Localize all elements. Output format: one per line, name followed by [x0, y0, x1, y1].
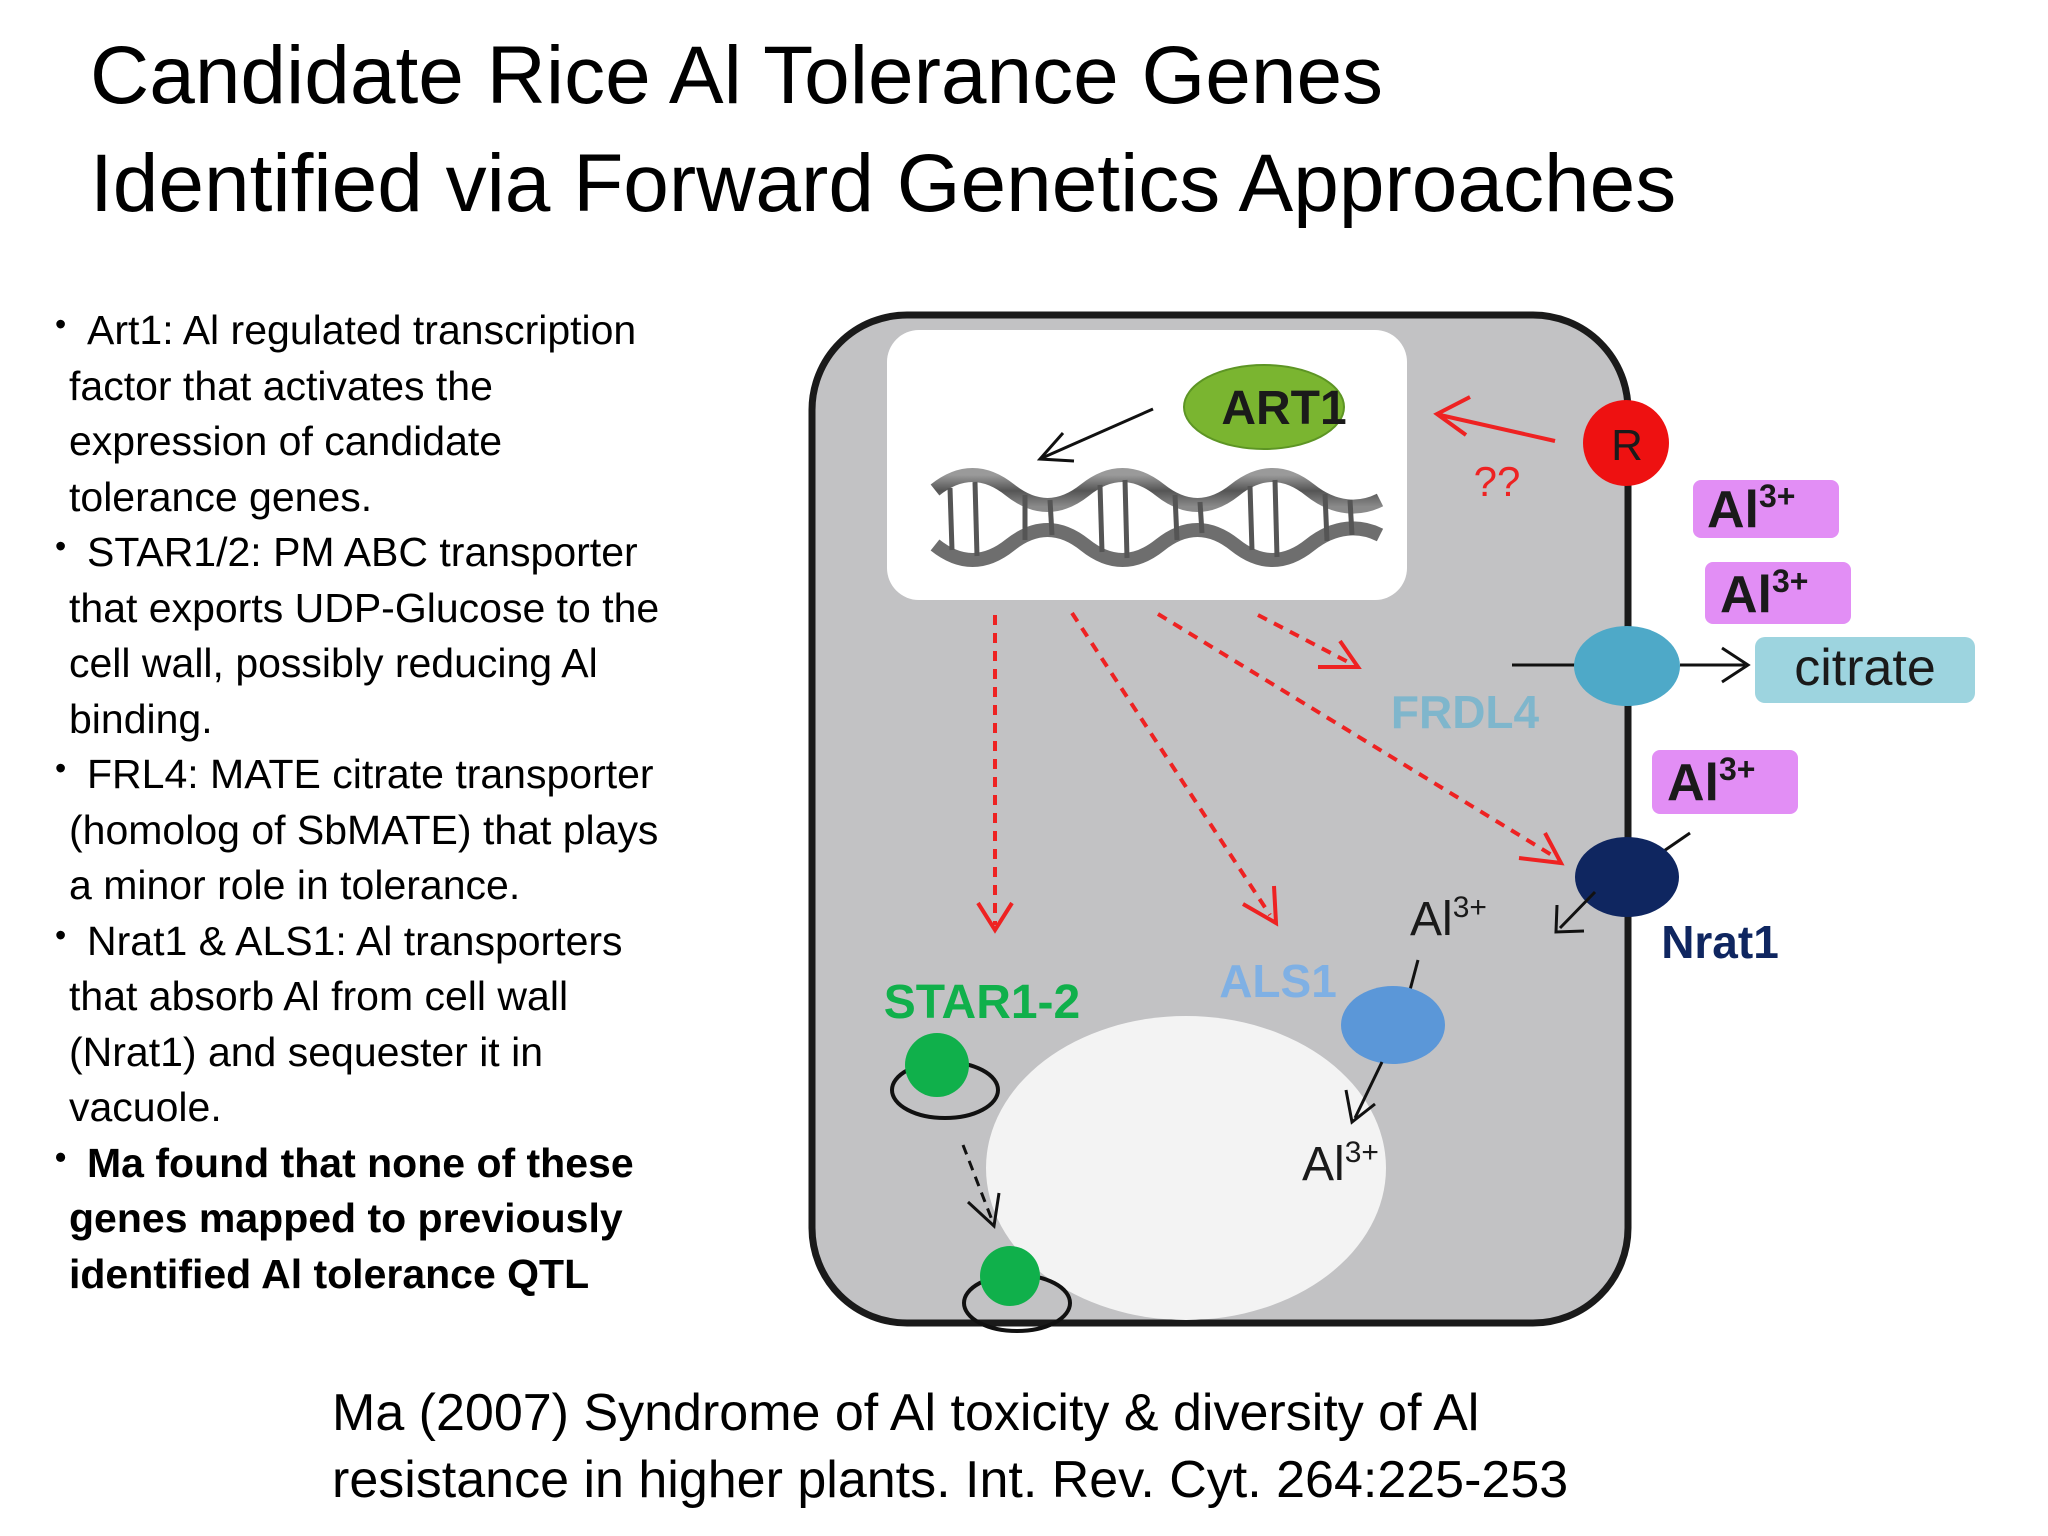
bullet-frl4: • FRL4: MATE citrate transporter (homolo… [55, 747, 775, 914]
star-protein [905, 1033, 969, 1097]
art1-protein [1183, 364, 1345, 450]
bullet-ma-finding: • Ma found that none of these genes mapp… [55, 1136, 775, 1303]
bullet-line: (Nrat1) and sequester it in [69, 1028, 544, 1075]
art1-label: ART1 [1221, 382, 1346, 435]
arrow-head [1242, 885, 1279, 927]
bullet-line: a minor role in tolerance. [69, 862, 521, 908]
arrow-head [1433, 395, 1471, 437]
frdl4-transporter [1574, 626, 1680, 706]
unknown-link-label: ?? [1474, 458, 1521, 505]
al-sup: 3+ [1759, 478, 1795, 514]
bullet-art1: • Art1: Al regulated transcription facto… [55, 303, 775, 525]
arrow-head [966, 1192, 1001, 1230]
receptor [1583, 400, 1669, 486]
arrow-head [1318, 639, 1362, 669]
bullet-line: binding. [69, 695, 213, 742]
vacuole [986, 1016, 1386, 1320]
als1-label: ALS1 [1219, 955, 1337, 1007]
al-base: Al [1667, 754, 1719, 812]
bullet-dot: • [55, 916, 67, 953]
bullet-line: cell wall, possibly reducing Al [69, 640, 598, 686]
bullet-dot: • [55, 1138, 67, 1175]
al-base: Al [1410, 893, 1453, 946]
al-sup: 3+ [1345, 1136, 1379, 1169]
bullet-line: Art1: Al regulated transcription [87, 307, 637, 353]
al-base: Al [1720, 566, 1772, 624]
al-ion-box [1693, 480, 1839, 538]
citrate-box [1755, 637, 1975, 703]
al-ion-label: Al3+ [1667, 751, 1755, 812]
bullet-line: STAR1/2: PM ABC transporter [87, 529, 638, 575]
arrow-head [1036, 432, 1075, 463]
bullet-line: identified Al tolerance QTL [69, 1250, 590, 1297]
regulation-arrows [993, 611, 1557, 925]
nrat1-transporter [1575, 837, 1679, 917]
bullet-line: Ma found that none of these [87, 1139, 634, 1186]
bullet-line: (homolog of SbMATE) that plays [69, 806, 659, 853]
slide-title: Candidate Rice Al Tolerance Genes Identi… [90, 22, 1676, 238]
al-sup: 3+ [1719, 751, 1755, 787]
al-sup: 3+ [1453, 891, 1487, 924]
bullet-line: factor that activates the [69, 362, 493, 409]
star-protein [980, 1246, 1040, 1306]
arrow-head [1344, 1089, 1376, 1125]
arrow-head [1554, 904, 1585, 934]
al-sup: 3+ [1772, 563, 1808, 599]
bullet-dot: • [55, 750, 67, 786]
bullet-dot: • [55, 306, 67, 342]
bullet-line: Nrat1 & ALS1: Al transporters [87, 917, 623, 964]
al-ion-label: Al3+ [1302, 1136, 1379, 1191]
al-ion-box [1652, 750, 1798, 814]
arrow-head [1518, 832, 1565, 866]
citation: Ma (2007) Syndrome of Al toxicity & dive… [332, 1380, 1568, 1514]
bullet-line: tolerance genes. [69, 473, 373, 520]
al-base: Al [1707, 481, 1759, 539]
bullet-line: vacuole. [69, 1084, 222, 1130]
nrat1-label: Nrat1 [1661, 916, 1779, 968]
dna-helix-icon [930, 468, 1384, 567]
bullet-star: • STAR1/2: PM ABC transporter that expor… [55, 525, 775, 747]
citation-line-2: resistance in higher plants. Int. Rev. C… [332, 1451, 1569, 1509]
al-ion-label: Al3+ [1707, 478, 1795, 539]
al-ion-label: Al3+ [1410, 891, 1487, 946]
arrow-head [976, 901, 1014, 934]
bullet-dot: • [55, 528, 67, 564]
bullet-line: that exports UDP-Glucose to the [69, 584, 660, 631]
bullet-list: • Art1: Al regulated transcription facto… [55, 303, 775, 1302]
al-base: Al [1302, 1138, 1345, 1191]
frdl4-label: FRDL4 [1391, 686, 1540, 738]
citrate-label: citrate [1794, 639, 1936, 697]
bullet-line: that absorb Al from cell wall [69, 973, 569, 1019]
receptor-label: R [1611, 421, 1643, 470]
star-label: STAR1-2 [884, 976, 1080, 1029]
bullet-nrat1-als1: • Nrat1 & ALS1: Al transporters that abs… [55, 914, 775, 1136]
al-ion-box [1705, 562, 1851, 624]
al-ion-label: Al3+ [1720, 563, 1808, 624]
title-line-2: Identified via Forward Genetics Approach… [90, 138, 1677, 229]
arrow-head [1721, 646, 1751, 684]
citation-line-1: Ma (2007) Syndrome of Al toxicity & dive… [332, 1384, 1480, 1442]
title-line-1: Candidate Rice Al Tolerance Genes [90, 30, 1384, 121]
bullet-line: genes mapped to previously [69, 1195, 623, 1241]
bullet-line: FRL4: MATE citrate transporter [87, 751, 654, 797]
bullet-line: expression of candidate [69, 418, 503, 464]
als1-transporter [1341, 986, 1445, 1064]
